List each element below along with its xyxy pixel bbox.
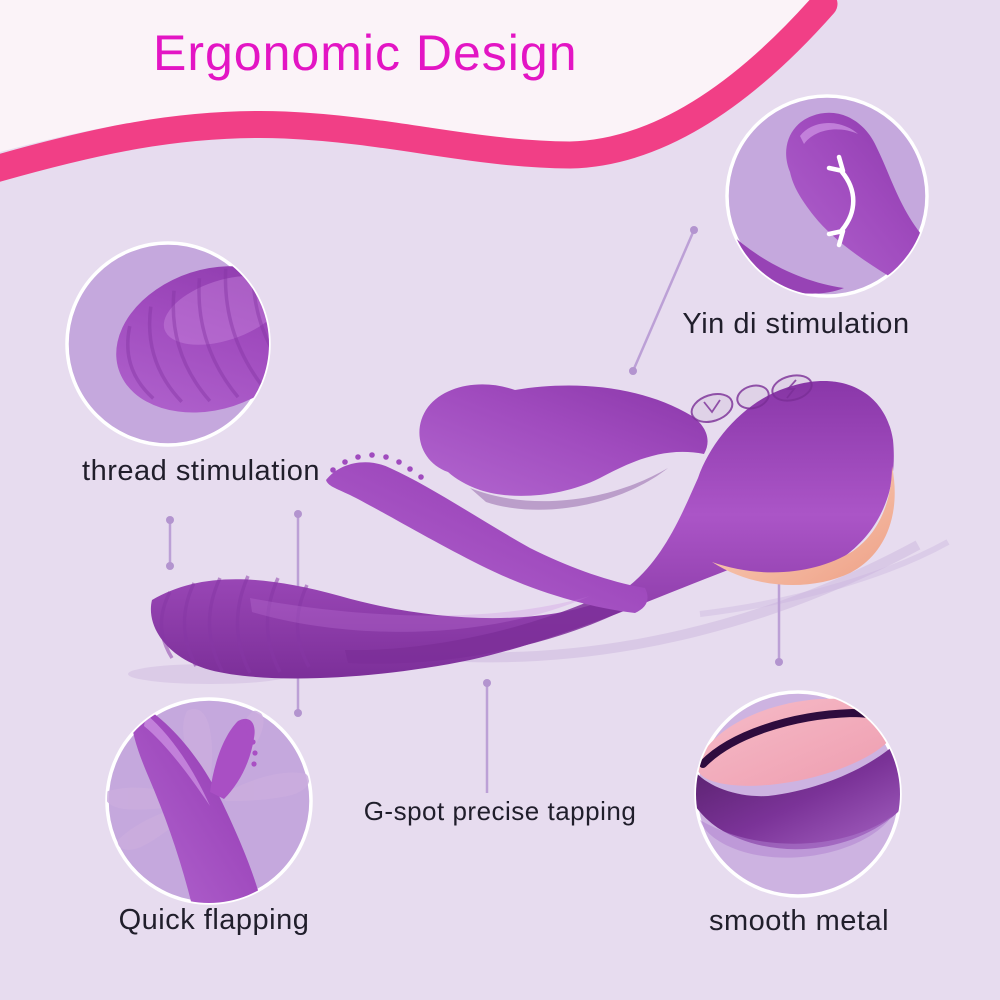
magnified-arm-highlight bbox=[800, 122, 858, 144]
flapper-bumps bbox=[330, 452, 424, 480]
wave-swoosh bbox=[0, 0, 838, 182]
product-illustration bbox=[150, 374, 895, 679]
label-smooth-metal: smooth metal bbox=[708, 905, 890, 937]
magnified-metal-plate bbox=[697, 698, 898, 786]
callout-circle-metal bbox=[694, 690, 902, 898]
callout-circle-flapping bbox=[105, 697, 313, 905]
flapper-arm bbox=[326, 462, 648, 613]
magnified-flapper bbox=[210, 718, 255, 799]
label-gspot-tapping: G-spot precise tapping bbox=[363, 796, 637, 826]
control-buttons bbox=[690, 374, 813, 423]
clitoral-arm-shadow bbox=[470, 468, 668, 510]
clitoral-arm bbox=[419, 384, 708, 496]
magnified-body bbox=[131, 702, 264, 903]
magnified-tip-highlight bbox=[163, 276, 269, 345]
lower-arm bbox=[345, 586, 628, 664]
magnified-flapper-bumps bbox=[240, 720, 258, 767]
handle-metal-accent bbox=[712, 466, 895, 586]
product-body bbox=[150, 381, 894, 679]
label-quick-flapping: Quick flapping bbox=[118, 904, 310, 936]
label-clitoral-stimulation: Yin di stimulation bbox=[682, 308, 910, 340]
label-thread-stimulation: thread stimulation bbox=[82, 455, 320, 487]
callout-circle-thread bbox=[65, 241, 271, 447]
magnified-body-sheen bbox=[700, 816, 892, 858]
magnified-dark-body bbox=[696, 740, 900, 850]
body-highlight bbox=[250, 596, 590, 632]
magnified-thread-tip bbox=[116, 266, 269, 413]
tip-thread-ridges bbox=[159, 575, 311, 674]
magnified-body-highlight bbox=[144, 714, 210, 806]
motion-arrow-icon bbox=[826, 154, 856, 248]
callout-circle-clitoral bbox=[725, 94, 929, 298]
page-title: Ergonomic Design bbox=[153, 25, 578, 81]
magnified-clitoral-arm bbox=[786, 112, 927, 296]
